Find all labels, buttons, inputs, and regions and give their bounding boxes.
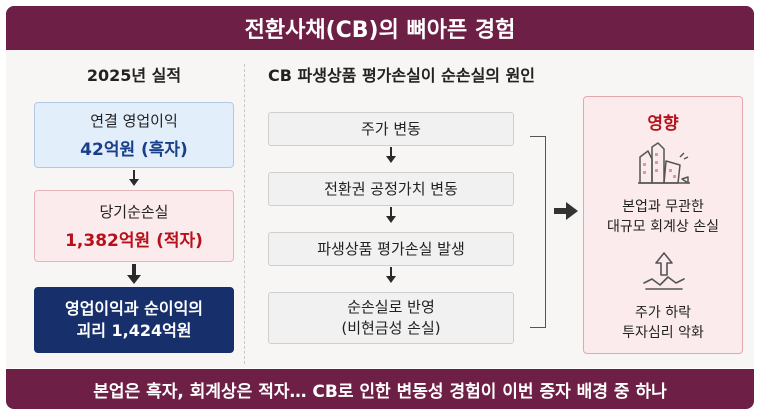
gap-box: 영업이익과 순이익의 괴리 1,424억원 <box>34 287 234 353</box>
net-loss-value: 1,382억원 (적자) <box>65 231 203 251</box>
footer-banner: 본업은 흑자, 회계상은 적자… CB로 인한 변동성 경험이 이번 증자 배경… <box>6 369 754 409</box>
step-sublabel: (비현금성 손실) <box>341 319 441 337</box>
mid-arrow-stem-2 <box>390 207 392 217</box>
steps-bracket <box>530 136 546 328</box>
impact-panel: 영향 <box>583 96 743 354</box>
title-banner: 전환사채(CB)의 뼈아픈 경험 <box>6 6 754 50</box>
mid-arrow-stem-3 <box>390 267 392 277</box>
mid-arrow-1 <box>386 156 396 163</box>
middle-heading: CB 파생상품 평가손실이 순손실의 원인 <box>268 66 536 85</box>
step-label: 주가 변동 <box>361 119 421 138</box>
step-label: 순손실로 반영 <box>347 298 435 316</box>
left-arrow-1 <box>129 179 139 186</box>
operating-profit-box: 연결 영업이익 42억원 (흑자) <box>34 102 234 168</box>
impact-item-1-line-1: 본업과 무관한 <box>622 199 704 215</box>
step-label: 파생상품 평가손실 발생 <box>317 239 465 258</box>
column-divider <box>244 64 245 364</box>
step-derivative-loss: 파생상품 평가손실 발생 <box>268 232 514 266</box>
right-arrow-icon <box>554 202 578 220</box>
step-label: 전환권 공정가치 변동 <box>324 179 458 198</box>
crumbling-buildings-icon <box>638 142 690 184</box>
mid-arrow-stem-1 <box>390 147 392 157</box>
footer-text: 본업은 흑자, 회계상은 적자… CB로 인한 변동성 경험이 이번 증자 배경… <box>93 381 667 402</box>
page-title: 전환사채(CB)의 뼈아픈 경험 <box>244 18 516 43</box>
net-loss-label: 당기순손실 <box>99 203 169 221</box>
mid-arrow-3 <box>386 276 396 283</box>
impact-item-2: 주가 하락 투자심리 악화 <box>584 303 742 343</box>
gap-line-2: 괴리 1,424억원 <box>76 321 192 340</box>
step-stock-price-change: 주가 변동 <box>268 112 514 146</box>
impact-item-1-line-2: 대규모 회계상 손실 <box>607 219 719 235</box>
left-arrow-stem-2 <box>132 264 136 276</box>
step-net-loss-reflection: 순손실로 반영 (비현금성 손실) <box>268 292 514 344</box>
impact-item-1: 본업과 무관한 대규모 회계상 손실 <box>584 197 742 237</box>
gap-line-1: 영업이익과 순이익의 <box>64 299 204 318</box>
content-panel: 2025년 실적 연결 영업이익 42억원 (흑자) 당기순손실 1,382억원… <box>6 50 754 368</box>
step-conversion-right-value: 전환권 공정가치 변동 <box>268 172 514 206</box>
left-arrow-stem-1 <box>133 170 135 180</box>
left-heading: 2025년 실적 <box>86 66 182 85</box>
operating-profit-label: 연결 영업이익 <box>90 112 178 130</box>
falling-arrow-icon <box>643 252 685 290</box>
net-loss-box: 당기순손실 1,382억원 (적자) <box>34 190 234 262</box>
mid-arrow-2 <box>386 216 396 223</box>
impact-title: 영향 <box>647 114 679 134</box>
impact-item-2-line-1: 주가 하락 <box>635 305 691 321</box>
operating-profit-value: 42억원 (흑자) <box>80 140 188 160</box>
left-arrow-2 <box>127 275 141 284</box>
impact-item-2-line-2: 투자심리 악화 <box>622 325 704 341</box>
